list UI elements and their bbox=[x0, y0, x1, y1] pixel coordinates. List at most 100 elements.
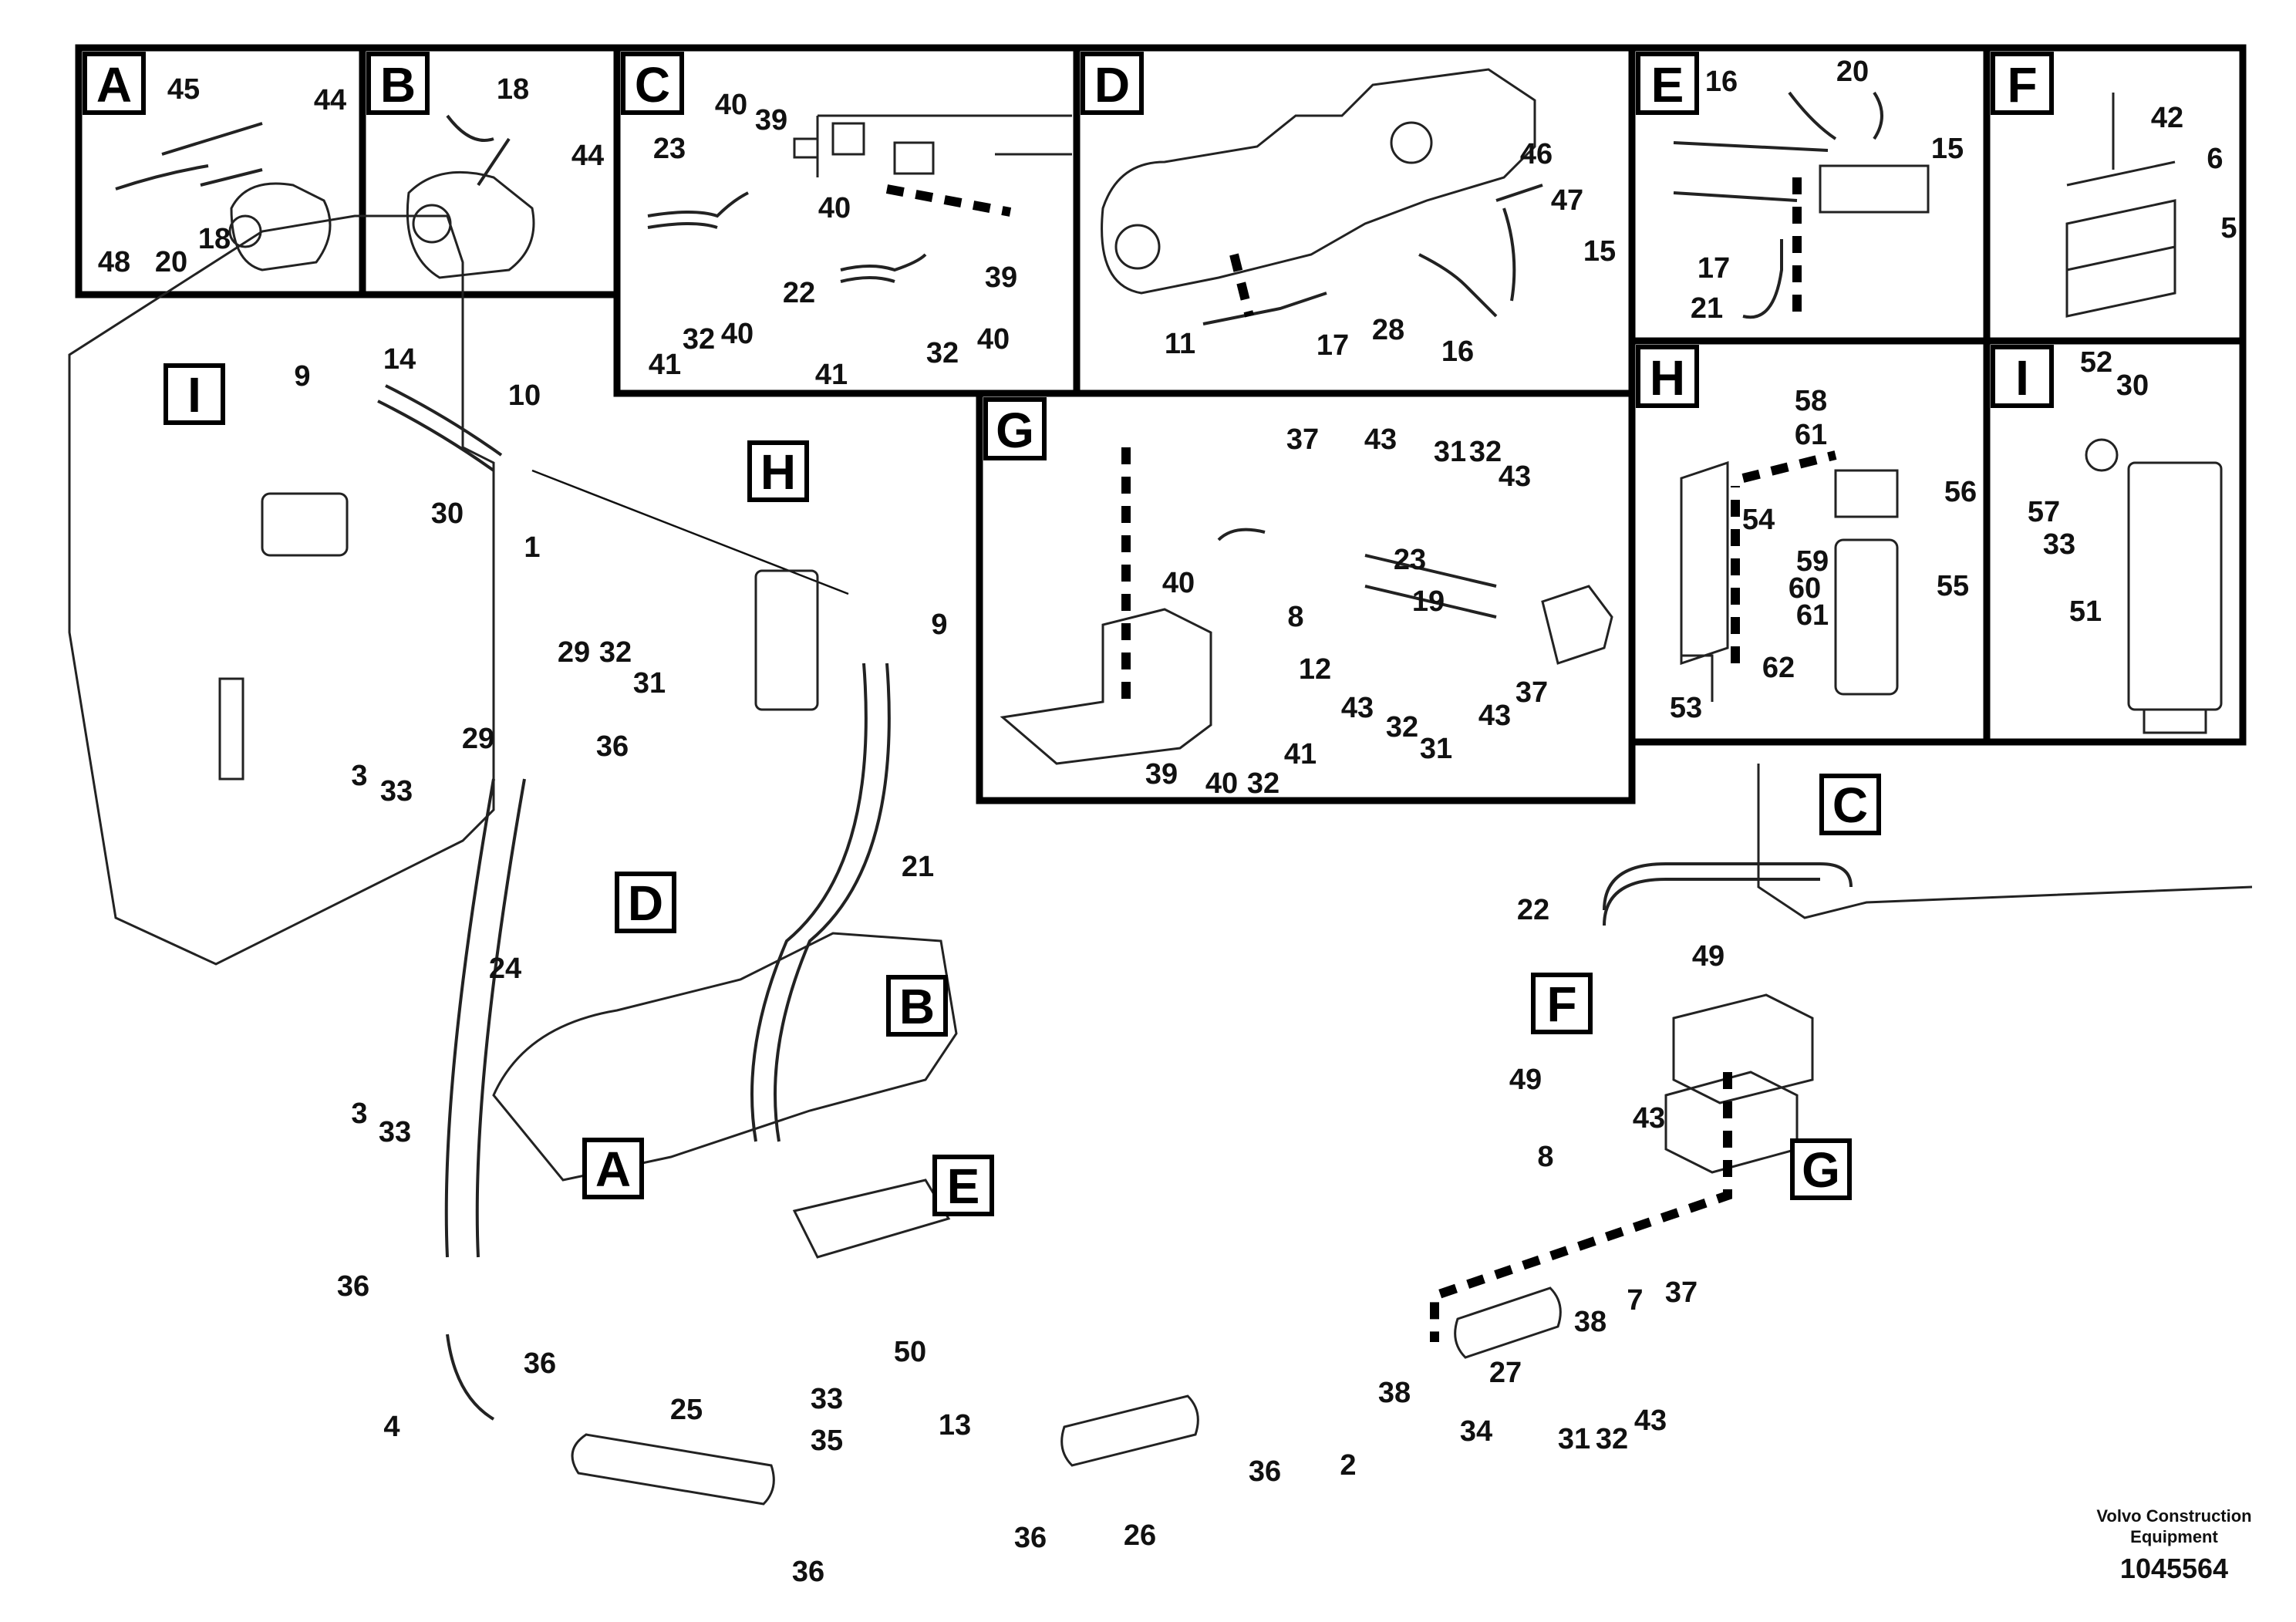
panel-g-part-label: 31 bbox=[1434, 436, 1466, 468]
panel-h-part-label: 55 bbox=[1937, 570, 1969, 602]
panel-g-part-label: 37 bbox=[1286, 423, 1319, 456]
svg-text:E: E bbox=[1651, 57, 1684, 113]
main-part-label: 3 bbox=[351, 760, 367, 792]
svg-text:F: F bbox=[1546, 976, 1576, 1032]
brand-line-2: Equipment bbox=[2130, 1527, 2218, 1546]
panel-f-part-label: 6 bbox=[2207, 143, 2223, 175]
doc-number: 1045564 bbox=[2120, 1553, 2228, 1584]
main-part-label: 49 bbox=[1692, 940, 1725, 973]
panel-h-part-label: 61 bbox=[1795, 419, 1827, 451]
panel-a-part-label: 18 bbox=[198, 223, 231, 255]
svg-text:I: I bbox=[187, 367, 201, 423]
panel-d-part-label: 46 bbox=[1520, 138, 1553, 170]
panel-I-sketch bbox=[2085, 438, 2223, 734]
panel-g-part-label: 32 bbox=[1469, 436, 1502, 468]
panel-D-sketch bbox=[1101, 68, 1543, 325]
main-part-label: 32 bbox=[1596, 1423, 1628, 1455]
panel-g-part-label: 23 bbox=[1394, 544, 1426, 576]
panel-c-part-label: 40 bbox=[818, 192, 851, 224]
main-part-label: 43 bbox=[1634, 1404, 1667, 1437]
panel-i-part-label: 57 bbox=[2028, 496, 2060, 528]
callout-G: G bbox=[1790, 1138, 1852, 1200]
panel-e-part-label: 16 bbox=[1705, 66, 1738, 98]
main-part-label: 34 bbox=[1460, 1415, 1492, 1448]
panel-letter-boxes: A B C D E F G H I bbox=[83, 52, 2054, 460]
main-part-label: 8 bbox=[1537, 1141, 1553, 1173]
panel-d-part-label: 16 bbox=[1441, 336, 1474, 368]
panel-letter-F: F bbox=[1991, 52, 2054, 115]
footer: Volvo Construction Equipment 1045564 bbox=[2096, 1506, 2251, 1584]
main-part-label: 31 bbox=[633, 667, 666, 700]
svg-text:H: H bbox=[1650, 350, 1685, 406]
panel-h-part-label: 62 bbox=[1762, 652, 1795, 684]
main-part-label: 13 bbox=[939, 1409, 971, 1442]
main-part-label: 36 bbox=[524, 1347, 556, 1380]
panel-g-part-label: 39 bbox=[1145, 758, 1178, 791]
main-part-label: 27 bbox=[1489, 1357, 1522, 1389]
panel-letter-G: G bbox=[983, 397, 1047, 460]
main-part-label: 37 bbox=[1665, 1276, 1698, 1309]
panel-h-part-label: 61 bbox=[1796, 599, 1829, 632]
main-part-label: 31 bbox=[1558, 1423, 1590, 1455]
svg-text:E: E bbox=[947, 1158, 980, 1214]
panel-c-part-label: 40 bbox=[721, 318, 754, 350]
main-part-label: 22 bbox=[1517, 894, 1549, 926]
main-part-label: 29 bbox=[462, 723, 494, 755]
main-part-label: 33 bbox=[811, 1383, 843, 1415]
panel-f-part-label: 5 bbox=[2220, 212, 2237, 244]
panel-i-part-label: 30 bbox=[2116, 369, 2149, 402]
callout-I: I bbox=[164, 363, 225, 425]
panel-b-part-label: 18 bbox=[497, 73, 529, 106]
main-part-label: 49 bbox=[1509, 1064, 1542, 1096]
panel-c-part-label: 32 bbox=[683, 323, 715, 356]
panel-e-part-label: 15 bbox=[1931, 133, 1964, 165]
panel-g-part-label: 32 bbox=[1386, 711, 1418, 744]
main-part-label: 33 bbox=[379, 1116, 411, 1148]
main-part-label: 26 bbox=[1124, 1519, 1156, 1552]
panel-g-part-label: 19 bbox=[1412, 585, 1445, 618]
svg-text:G: G bbox=[1802, 1142, 1840, 1198]
panel-g-part-label: 43 bbox=[1499, 460, 1531, 493]
panel-i-part-label: 51 bbox=[2069, 595, 2102, 628]
panel-h-part-label: 54 bbox=[1742, 504, 1775, 536]
main-callout-boxes: I H D A B E C F G bbox=[164, 363, 1881, 1216]
panel-E-sketch bbox=[1673, 91, 1930, 324]
callout-A: A bbox=[582, 1138, 644, 1199]
svg-text:D: D bbox=[628, 875, 663, 931]
panel-h-part-label: 56 bbox=[1944, 476, 1977, 508]
panel-letter-H: H bbox=[1636, 345, 1699, 408]
panel-letter-E: E bbox=[1636, 52, 1699, 115]
main-part-label: 9 bbox=[294, 360, 310, 393]
panel-h-part-label: 58 bbox=[1795, 385, 1827, 417]
detail-panel-frames bbox=[75, 44, 2247, 804]
svg-text:B: B bbox=[380, 57, 416, 113]
panel-letter-C: C bbox=[621, 52, 684, 115]
svg-text:F: F bbox=[2007, 57, 2037, 113]
main-part-label: 10 bbox=[508, 379, 541, 412]
panel-d-part-label: 47 bbox=[1551, 184, 1583, 217]
panel-F-sketch bbox=[2065, 93, 2176, 318]
panel-c-part-label: 22 bbox=[783, 277, 815, 309]
panel-g-part-label: 40 bbox=[1162, 567, 1195, 599]
panel-i-part-label: 33 bbox=[2043, 528, 2075, 561]
panel-g-part-label: 41 bbox=[1284, 738, 1317, 771]
main-part-label: 7 bbox=[1627, 1284, 1643, 1317]
panel-g-part-label: 8 bbox=[1287, 601, 1303, 633]
main-part-label: 38 bbox=[1574, 1306, 1607, 1338]
main-part-label: 3 bbox=[351, 1098, 367, 1130]
panel-h-part-label: 60 bbox=[1789, 572, 1821, 605]
main-part-label: 24 bbox=[489, 953, 521, 985]
panel-c-part-label: 23 bbox=[653, 133, 686, 165]
svg-text:C: C bbox=[1832, 777, 1868, 833]
svg-text:I: I bbox=[2015, 350, 2029, 406]
callout-B: B bbox=[886, 975, 948, 1037]
panel-g-part-label: 43 bbox=[1364, 423, 1397, 456]
panel-g-part-label: 32 bbox=[1247, 767, 1279, 800]
main-part-label: 9 bbox=[931, 609, 947, 641]
panel-f-part-label: 42 bbox=[2151, 102, 2183, 134]
panel-g-part-label: 12 bbox=[1299, 653, 1331, 686]
main-part-label: 43 bbox=[1633, 1102, 1665, 1135]
svg-text:G: G bbox=[996, 403, 1034, 458]
